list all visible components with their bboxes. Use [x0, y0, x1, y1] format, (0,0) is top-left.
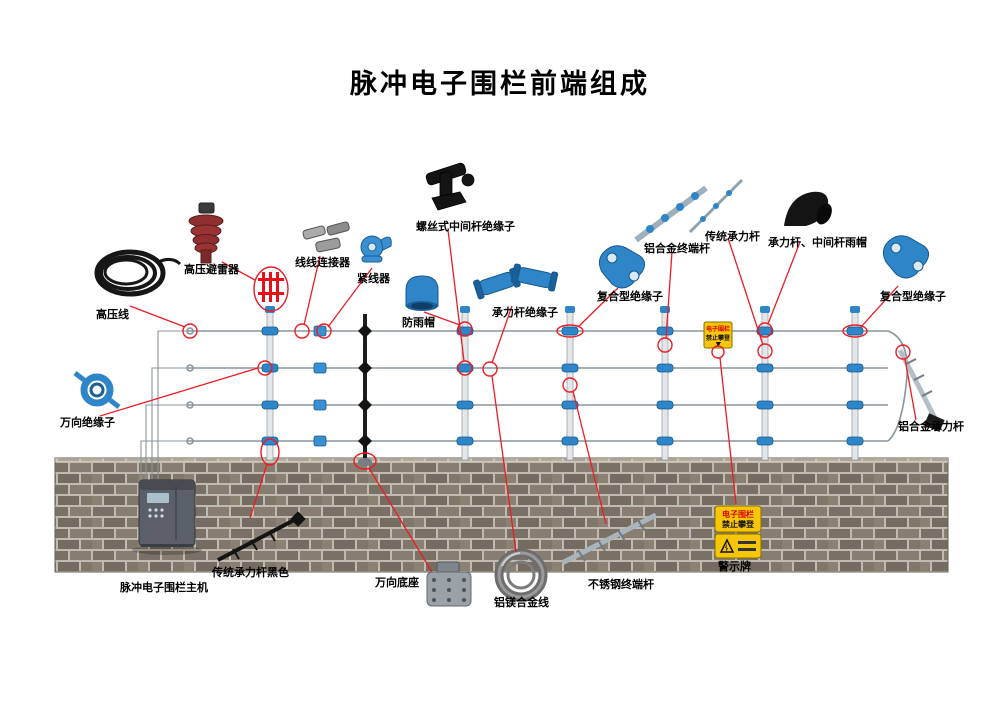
warning-sign-large: 电子围栏 禁止攀登	[714, 505, 762, 559]
screw-mid-pole-insulator-image	[425, 162, 475, 211]
load-pole-insulator-image	[473, 263, 559, 300]
aluminum-load-pole-image	[897, 348, 945, 433]
fence-post	[850, 306, 860, 461]
label-alloy-wire: 铝镁合金线	[494, 597, 549, 609]
label-high-voltage-wire: 高压线	[96, 309, 129, 321]
svg-text:禁止攀登: 禁止攀登	[705, 334, 731, 342]
label-composite-insulator-right: 复合型绝缘子	[880, 291, 946, 303]
aluminum-terminal-pole-image	[634, 185, 708, 243]
fence-posts	[265, 306, 860, 466]
label-rain-cap: 防雨帽	[402, 317, 435, 329]
fence-post	[760, 306, 770, 461]
black-tension-post	[358, 314, 372, 466]
composite-insulator-image-right	[882, 235, 930, 279]
label-wire-tensioner: 紧线器	[357, 273, 390, 285]
label-controller-host: 脉冲电子围栏主机	[120, 582, 208, 594]
fence-wires	[140, 327, 908, 479]
label-traditional-load-pole: 传统承力杆	[705, 231, 760, 243]
label-lightning-arrester: 高压避雷器	[184, 264, 239, 276]
page-title: 脉冲电子围栏前端组成	[350, 69, 650, 99]
label-stainless-terminal-pole: 不锈钢终端杆	[588, 579, 654, 591]
label-composite-insulator: 复合型绝缘子	[597, 291, 663, 303]
callout-circles	[182, 266, 911, 470]
svg-text:电子围栏: 电子围栏	[722, 509, 754, 519]
controller-host-image	[132, 479, 202, 555]
warning-sign-small: 电子围栏 禁止攀登	[703, 321, 733, 349]
lightning-arrester-image	[188, 202, 224, 264]
composite-insulator-image	[598, 245, 646, 289]
stainless-terminal-pole-image	[560, 512, 658, 566]
callout-lines	[99, 229, 917, 573]
pole-rain-cap-black-image	[784, 191, 832, 226]
label-warning-sign: 警示牌	[718, 561, 751, 573]
label-pole-rain-cap: 承力杆、中间杆雨帽	[768, 237, 867, 249]
fence-post	[460, 306, 470, 461]
svg-text:电子围栏: 电子围栏	[706, 325, 730, 333]
universal-insulator-image	[73, 371, 121, 409]
traditional-load-pole-image	[688, 178, 744, 234]
traditional-black-pole-image	[217, 511, 306, 562]
label-wire-connector: 线线连接器	[295, 257, 350, 269]
fence-post	[565, 306, 575, 461]
label-load-pole-insulator: 承力杆绝缘子	[492, 307, 558, 319]
wire-connectors-image	[302, 221, 350, 253]
label-universal-insulator: 万向绝缘子	[60, 417, 115, 429]
label-aluminum-terminal-pole: 铝合金终端杆	[644, 243, 710, 255]
label-universal-base: 万向底座	[375, 577, 419, 589]
rain-cap-image	[405, 275, 439, 311]
universal-base-image	[426, 561, 472, 607]
alloy-wire-coil-image	[494, 548, 548, 602]
label-aluminum-load-pole: 铝合金承力杆	[898, 421, 964, 433]
label-traditional-black-pole: 传统承力杆黑色	[212, 567, 289, 579]
brick-wall	[54, 457, 949, 573]
svg-text:禁止攀登: 禁止攀登	[721, 519, 755, 529]
coil-high-voltage-wire-image	[94, 249, 182, 297]
wire-tensioner-image	[360, 235, 392, 263]
arrester-grid	[258, 272, 284, 302]
label-screw-mid-pole-insulator: 螺丝式中间杆绝缘子	[416, 221, 515, 233]
